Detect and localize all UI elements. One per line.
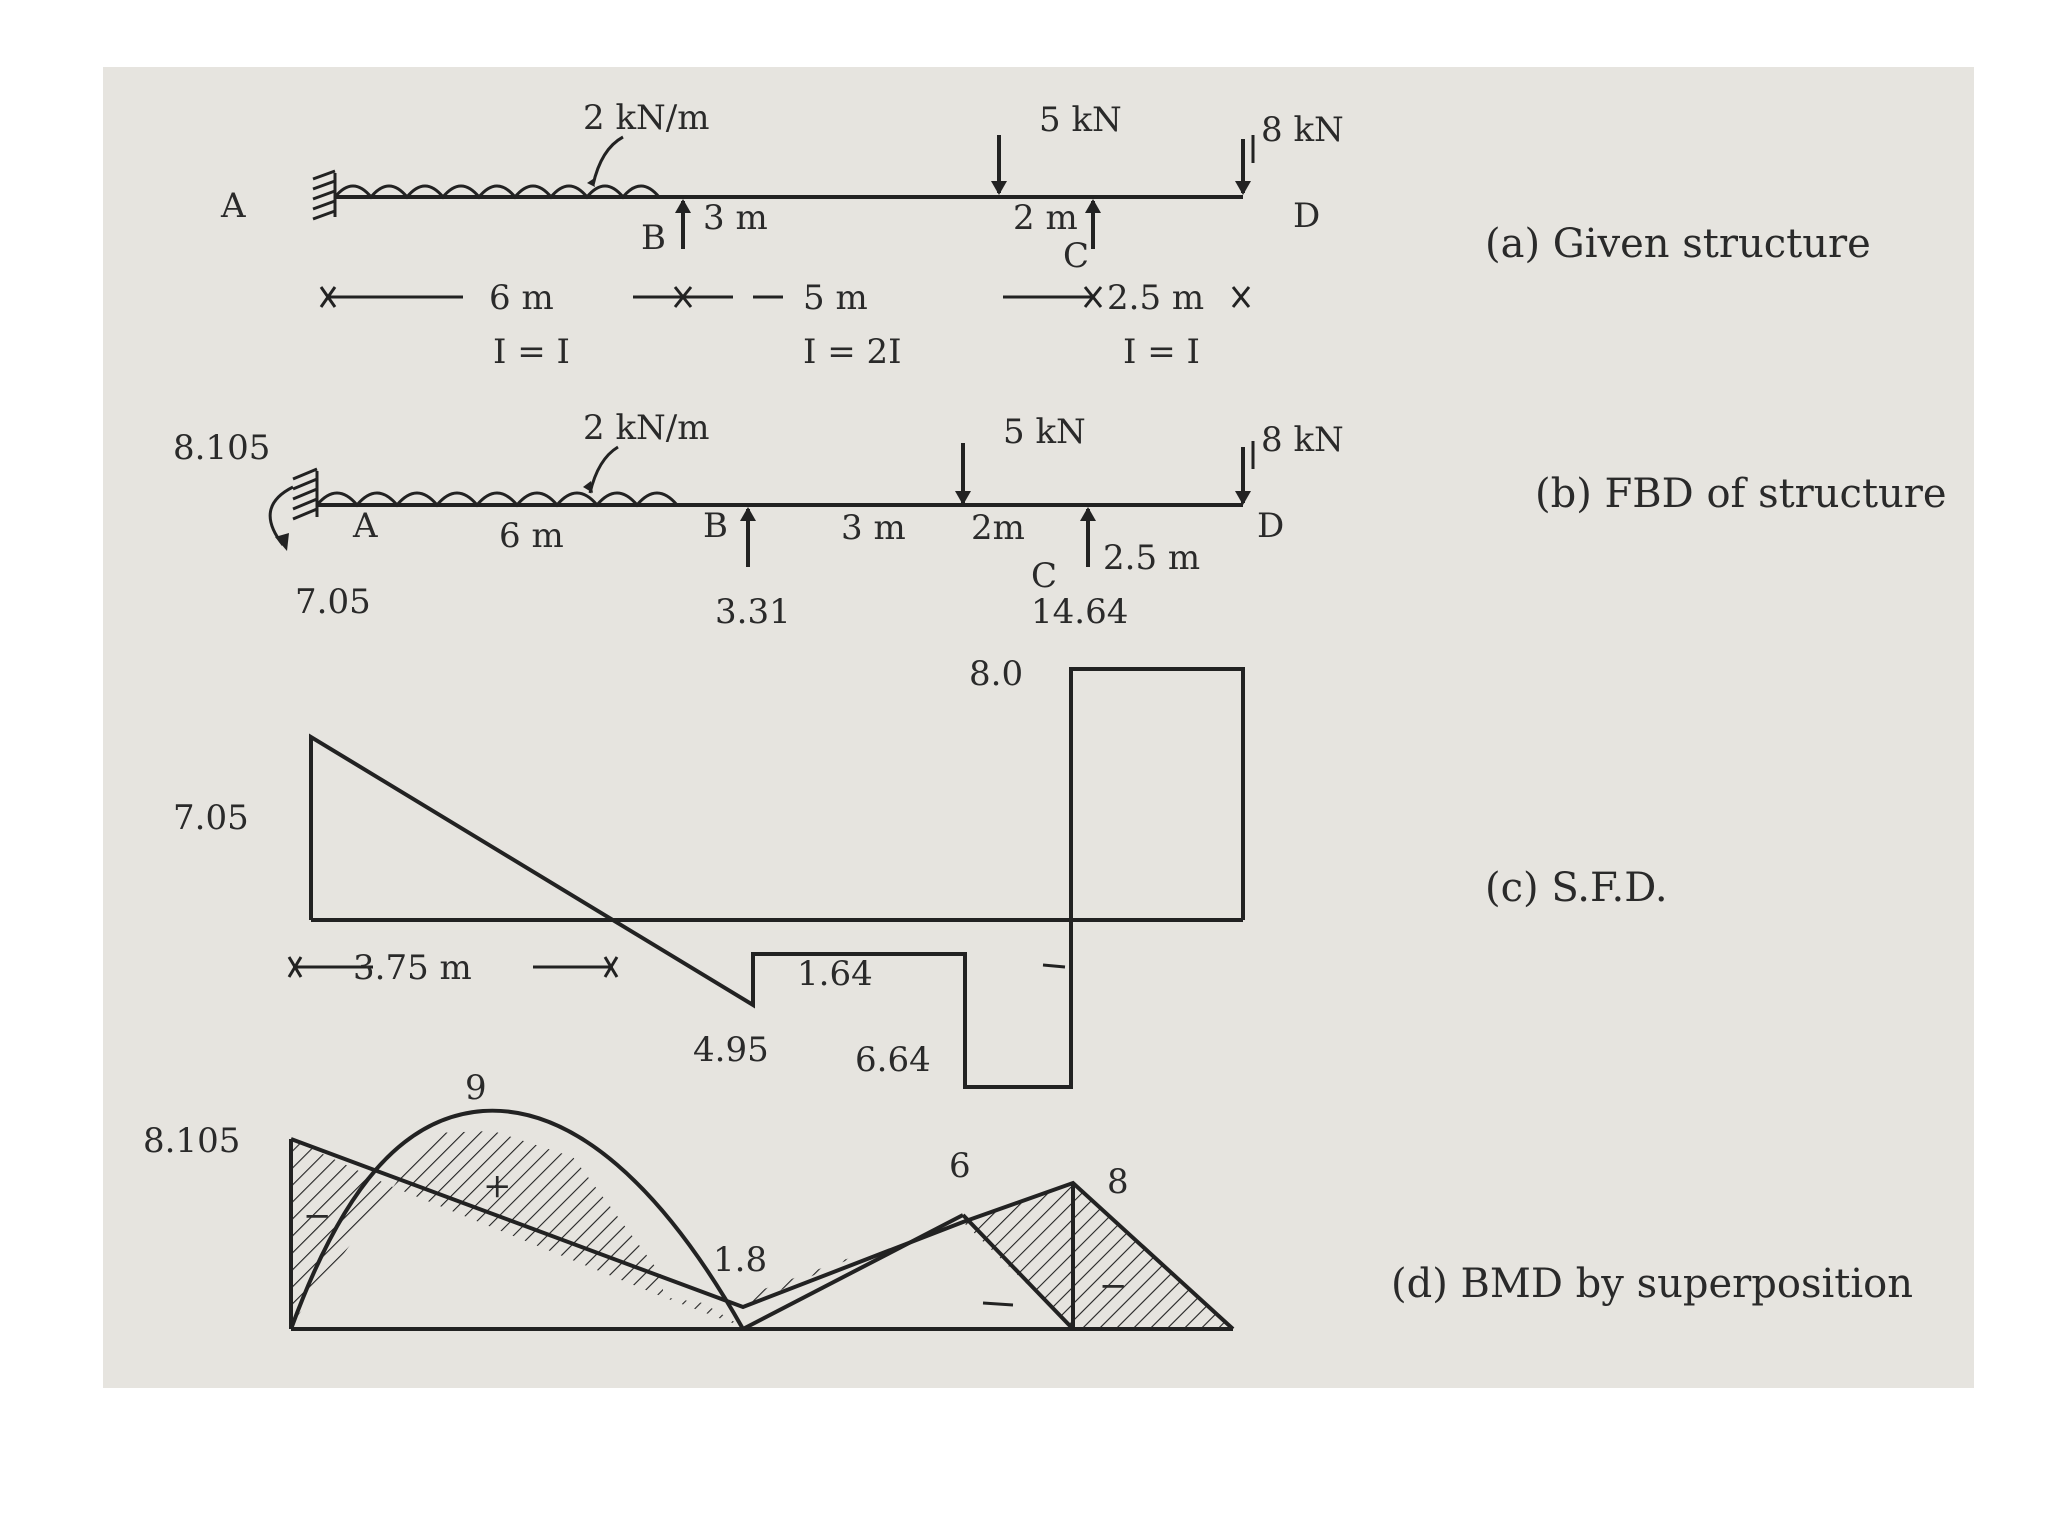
caption-bmd: (d) BMD by superposition xyxy=(1391,1261,1913,1307)
udl-label-b: 2 kN/m xyxy=(583,408,710,448)
load-label-8kn-a: 8 kN xyxy=(1261,110,1344,150)
reaction-label-b: 3.31 xyxy=(715,592,791,632)
length-label-ab-b: 6 m xyxy=(499,516,564,556)
load-arrowhead-8kn-a xyxy=(1235,181,1251,195)
segment-label-3m-a: 3 m xyxy=(703,198,768,238)
node-label-a-b: A xyxy=(352,506,378,546)
length-label-3m-b: 3 m xyxy=(841,508,906,548)
load-label-8kn-b: 8 kN xyxy=(1261,420,1344,460)
bmd-sign-minus-a: − xyxy=(303,1196,332,1236)
node-label-a-a: A xyxy=(220,186,246,226)
bmd-tick-mark xyxy=(982,1301,1014,1307)
bmd-hatch-span-ab xyxy=(393,1131,663,1297)
udl-pointer-head-a xyxy=(587,179,595,187)
node-label-c-a: C xyxy=(1063,236,1089,276)
load-label-5kn-b: 5 kN xyxy=(1003,412,1086,452)
structural-analysis-figure: 2 kN/m 5 kN 8 kN A B C D 3 m 2 m 6 m 5 m… xyxy=(143,98,1947,1331)
length-label-cd-b: 2.5 m xyxy=(1103,538,1200,578)
free-body-diagram: 8.105 2 kN/m 5 kN 8 kN A B C D 6 m 3 m 2… xyxy=(173,408,1344,632)
caption-given-structure: (a) Given structure xyxy=(1485,221,1871,267)
bmd-sign-plus: + xyxy=(483,1166,512,1206)
load-arrowhead-5kn-b xyxy=(955,491,971,505)
reaction-label-c: 14.64 xyxy=(1031,592,1128,632)
inertia-label-ab: I = I xyxy=(493,332,570,372)
diagram-page: 2 kN/m 5 kN 8 kN A B C D 3 m 2 m 6 m 5 m… xyxy=(103,67,1974,1388)
sfd-label-v-load: 6.64 xyxy=(855,1040,931,1080)
bmd-free-moment-bc-right xyxy=(961,1213,1075,1331)
node-label-d-b: D xyxy=(1257,506,1284,546)
node-label-c-b: C xyxy=(1031,556,1057,596)
udl-label-a: 2 kN/m xyxy=(583,98,710,138)
bmd-hatch-a xyxy=(291,1139,393,1325)
reaction-arrowhead-b xyxy=(740,507,756,521)
bmd-sign-minus-c: − xyxy=(1099,1266,1128,1306)
load-label-5kn-a: 5 kN xyxy=(1039,100,1122,140)
sfd-tick-mark xyxy=(1042,963,1066,969)
sfd-zero-distance-label: 3.75 m xyxy=(353,948,472,988)
sfd-zero-dimension xyxy=(287,956,619,978)
bmd-hatch-b xyxy=(663,1297,743,1327)
support-arrowhead-c-a xyxy=(1085,199,1101,213)
udl-pointer-arrow-b xyxy=(588,445,619,494)
fixed-support-hatch-a xyxy=(312,169,336,221)
bmd-label-mc: 8 xyxy=(1107,1162,1129,1202)
node-label-d-a: D xyxy=(1293,196,1320,236)
reaction-arrowhead-c xyxy=(1080,507,1096,521)
segment-label-2m-a: 2 m xyxy=(1013,198,1078,238)
bmd-fixed-end-moment-line xyxy=(290,1137,1235,1331)
sfd-label-vb-right: 1.64 xyxy=(797,954,873,994)
given-structure: 2 kN/m 5 kN 8 kN A B C D 3 m 2 m 6 m 5 m… xyxy=(220,98,1344,372)
udl-pointer-head-b xyxy=(583,481,593,493)
inertia-label-cd: I = I xyxy=(1123,332,1200,372)
support-arrowhead-b-a xyxy=(675,199,691,213)
bmd-label-m-load: 6 xyxy=(949,1146,971,1186)
dimension-line-a xyxy=(319,286,1251,308)
bending-moment-diagram: 8.105 9 1.8 6 8 + − − xyxy=(143,1068,1235,1331)
udl-pointer-arrow-a xyxy=(591,135,624,186)
bmd-hatch-c-left xyxy=(963,1183,1073,1329)
sfd-label-vc-right: 8.0 xyxy=(969,654,1023,694)
bmd-parabola-ab xyxy=(289,1108,745,1330)
sfd-label-vb-left: 4.95 xyxy=(693,1030,769,1070)
node-label-b-a: B xyxy=(641,218,666,258)
fixed-support-hatch-b xyxy=(292,467,318,521)
bmd-label-ma: 8.105 xyxy=(143,1121,240,1161)
bmd-label-mb: 1.8 xyxy=(713,1240,767,1280)
shear-force-diagram: 7.05 4.95 1.64 6.64 8.0 3.75 m xyxy=(173,654,1245,1089)
caption-fbd: (b) FBD of structure xyxy=(1535,471,1947,517)
moment-arrowhead-a xyxy=(275,533,289,551)
span-label-cd-a: 2.5 m xyxy=(1107,278,1204,318)
bmd-free-moment-bc-left xyxy=(742,1213,964,1331)
sfd-outline xyxy=(309,667,1245,1089)
sfd-label-va: 7.05 xyxy=(173,798,249,838)
udl-loops-a xyxy=(333,184,661,200)
span-label-bc-a: 5 m xyxy=(803,278,868,318)
udl-loops-b xyxy=(315,491,679,508)
node-label-b-b: B xyxy=(703,506,728,546)
load-arrowhead-5kn-a xyxy=(991,181,1007,195)
moment-label-a: 8.105 xyxy=(173,428,270,468)
span-label-ab-a: 6 m xyxy=(489,278,554,318)
length-label-2m-b: 2m xyxy=(971,508,1025,548)
inertia-label-bc: I = 2I xyxy=(803,332,902,372)
bmd-label-span-ab: 9 xyxy=(465,1068,487,1108)
caption-sfd: (c) S.F.D. xyxy=(1485,865,1668,911)
load-arrowhead-8kn-b xyxy=(1235,491,1251,505)
reaction-label-a: 7.05 xyxy=(295,582,371,622)
